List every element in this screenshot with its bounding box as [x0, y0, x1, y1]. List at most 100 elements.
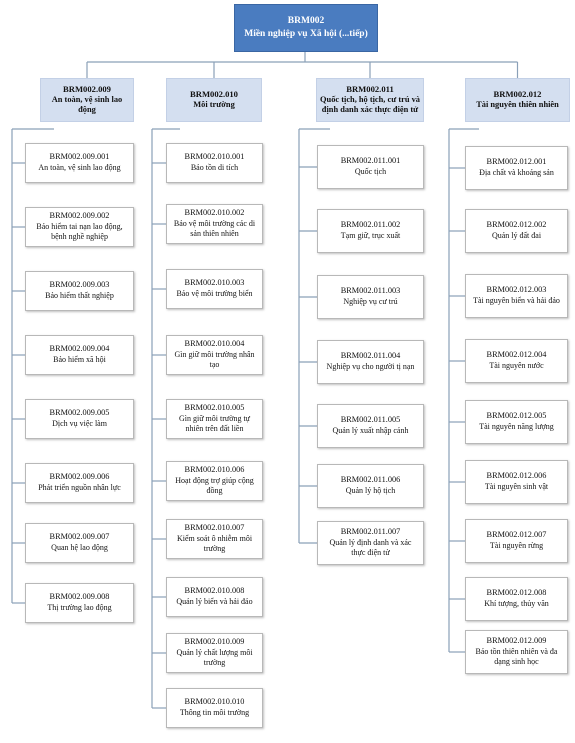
item-title: Quan hệ lao động	[51, 543, 108, 553]
item-code: BRM002.009.002	[49, 211, 110, 221]
item-code: BRM002.009.007	[49, 532, 110, 542]
item-title: Bảo hiểm thất nghiệp	[45, 291, 114, 301]
item-title: Tài nguyên rừng	[489, 541, 544, 551]
item-title: Khí tượng, thủy văn	[484, 599, 549, 609]
item-title: Bảo tồn thiên nhiên và đa dạng sinh học	[475, 647, 558, 667]
item-title: Dịch vụ việc làm	[52, 419, 107, 429]
item-code: BRM002.012.002	[486, 220, 547, 230]
item-code: BRM002.010.002	[184, 208, 245, 218]
item-code: BRM002.010.008	[184, 586, 245, 596]
item-title: Quản lý định danh và xác thực điện tử	[329, 538, 412, 558]
item-code: BRM002.012.005	[486, 411, 547, 421]
item-title: Tài nguyên sinh vật	[484, 482, 549, 492]
column-code: BRM002.010	[190, 89, 238, 100]
item-code: BRM002.010.007	[184, 523, 245, 533]
item-title: Hoạt động trợ giúp cộng đồng	[175, 476, 254, 496]
item-title: Bảo vệ môi trường các di sản thiên nhiên	[173, 219, 256, 239]
item-code: BRM002.011.007	[340, 527, 401, 537]
item-title: Gìn giữ môi trường tự nhiên trên đất liề…	[178, 414, 250, 434]
item-title: Quản lý hộ tịch	[345, 486, 396, 496]
item-code: BRM002.011.001	[340, 156, 401, 166]
item-title: Bảo hiểm tai nạn lao động, bệnh nghề ngh…	[36, 222, 123, 242]
item-code: BRM002.011.005	[340, 415, 401, 425]
item-title: Quản lý chất lượng môi trường	[176, 648, 253, 668]
item-code: BRM002.010.004	[184, 339, 245, 349]
item-title: Tài nguyên nước	[489, 361, 544, 371]
item-code: BRM002.012.006	[486, 471, 547, 481]
item-title: Quản lý xuất nhập cảnh	[332, 426, 409, 436]
item-code: BRM002.009.005	[49, 408, 110, 418]
item-code: BRM002.009.008	[49, 592, 110, 602]
item-code: BRM002.012.001	[486, 157, 547, 167]
item-code: BRM002.009.001	[49, 152, 110, 162]
column-title: Môi trường	[193, 100, 235, 110]
item-title: Địa chất và khoáng sản	[479, 168, 554, 178]
column-title: An toàn, vệ sinh lao động	[51, 94, 123, 115]
item-title: Nghiệp vụ cư trú	[343, 297, 398, 307]
column-title: Quốc tịch, hộ tịch, cư trú và định danh …	[320, 94, 420, 115]
item-code: BRM002.011.002	[340, 220, 401, 230]
item-code: BRM002.011.004	[340, 351, 401, 361]
item-title: An toàn, vệ sinh lao động	[38, 163, 121, 173]
root-title: Miền nghiệp vụ Xã hội (...tiếp)	[244, 29, 368, 39]
item-title: Phát triển nguồn nhân lực	[38, 483, 121, 493]
item-code: BRM002.011.003	[340, 286, 401, 296]
item-code: BRM002.009.003	[49, 280, 110, 290]
column-title: Tài nguyên thiên nhiên	[476, 100, 559, 110]
item-code: BRM002.010.003	[184, 278, 245, 288]
item-code: BRM002.010.005	[184, 403, 245, 413]
item-title: Kiểm soát ô nhiễm môi trường	[176, 534, 253, 554]
column-code: BRM002.009	[63, 84, 111, 95]
item-code: BRM002.012.008	[486, 588, 547, 598]
item-title: Bảo vệ môi trường biển	[176, 289, 253, 299]
column-code: BRM002.012	[493, 89, 542, 100]
item-title: Quốc tịch	[354, 167, 387, 177]
item-title: Gìn giữ môi trường nhân tạo	[174, 350, 255, 370]
item-code: BRM002.009.004	[49, 344, 110, 354]
item-title: Bảo hiểm xã hội	[53, 355, 106, 365]
item-title: Quản lý biển và hải đảo	[176, 597, 253, 607]
item-code: BRM002.012.003	[486, 285, 547, 295]
item-code: BRM002.012.007	[486, 530, 547, 540]
item-code: BRM002.010.001	[184, 152, 245, 162]
item-title: Tài nguyên năng lượng	[479, 422, 554, 432]
item-code: BRM002.012.004	[486, 350, 547, 360]
item-code: BRM002.010.010	[184, 697, 245, 707]
item-title: Quản lý đất đai	[491, 231, 542, 241]
